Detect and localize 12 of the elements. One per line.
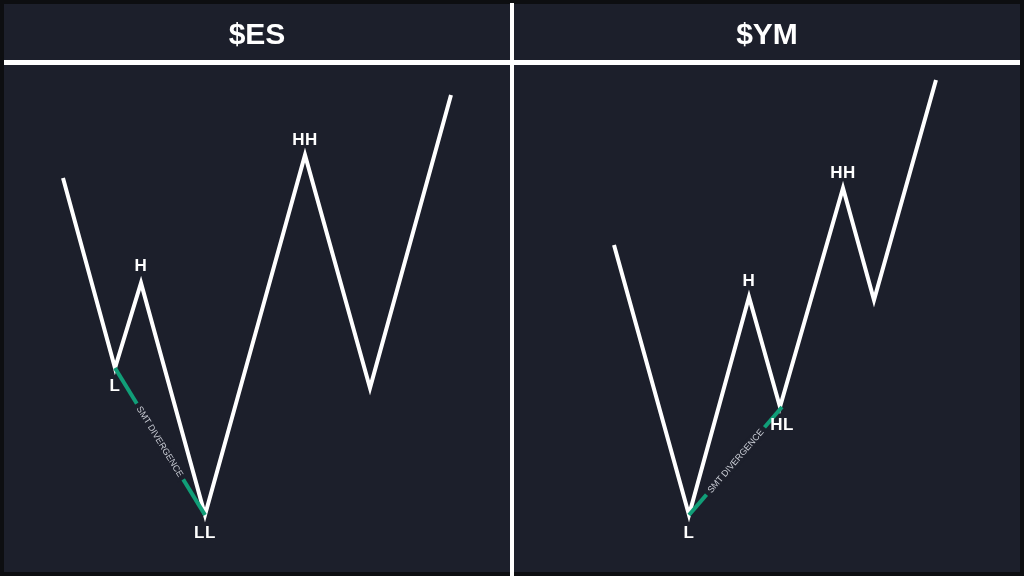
pivot-label: L <box>109 368 121 394</box>
chart-panel <box>514 4 1020 572</box>
panel-title: $ES <box>228 16 286 52</box>
pivot-label: H <box>742 273 756 289</box>
pivot-label: HH <box>292 132 318 148</box>
pivot-label: HH <box>830 165 856 181</box>
pivot-label: LL <box>194 515 216 541</box>
chart-panel <box>4 4 510 572</box>
pivot-label: HL <box>770 407 794 433</box>
pivot-label: L <box>683 515 695 541</box>
pivot-label: H <box>134 258 148 274</box>
panel-title: $YM <box>736 16 798 52</box>
